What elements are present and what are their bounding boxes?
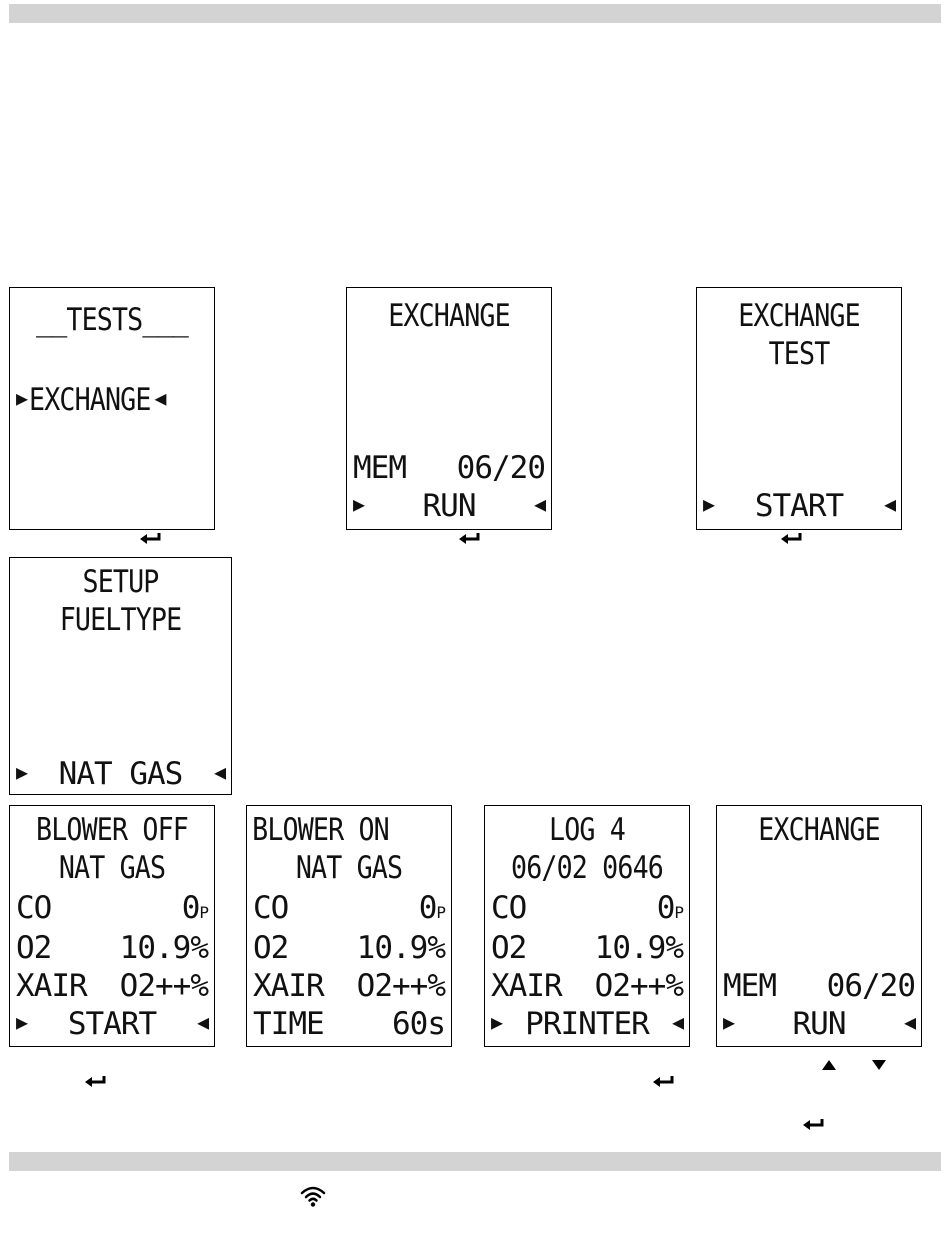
action-row[interactable]: ▶ RUN ◀ (717, 1004, 921, 1044)
o2-row: O2 10.9% (10, 928, 214, 968)
selector-right-icon: ◀ (672, 1002, 683, 1042)
memory-row: MEM 06/20 (717, 966, 921, 1006)
time-row: TIME 60s (247, 1004, 451, 1044)
co-label: CO (253, 888, 288, 928)
co-row: CO 0P (10, 888, 214, 928)
co-row: CO 0P (247, 888, 451, 928)
lcd-screen-blower-on: BLOWER ON NAT GAS CO 0P O2 10.9% XAIR O2… (246, 805, 452, 1047)
menu-item-exchange[interactable]: ▶ EXCHANGE ◀ (10, 380, 214, 420)
action-row[interactable]: ▶ START ◀ (10, 1004, 214, 1044)
enter-key-icon (780, 532, 804, 546)
screen-subtitle: FUELTYPE (25, 600, 215, 640)
xair-label: XAIR (16, 966, 87, 1006)
action-row[interactable]: ▶ START ◀ (697, 486, 901, 526)
fuel-type-selector[interactable]: ▶ NAT GAS ◀ (10, 754, 231, 794)
action-row[interactable]: ▶ PRINTER ◀ (485, 1004, 689, 1044)
footer-bar (9, 1152, 941, 1171)
selector-right-icon: ◀ (534, 484, 545, 524)
co-label: CO (491, 888, 526, 928)
enter-key-icon (84, 1075, 108, 1089)
screen-title: EXCHANGE (711, 296, 886, 336)
o2-row: O2 10.9% (247, 928, 451, 968)
xair-row: XAIR O2++% (247, 966, 451, 1006)
selector-left-icon: ▶ (16, 1002, 27, 1042)
co-row: CO 0P (485, 888, 689, 928)
log-title: LOG 4 (499, 810, 674, 850)
xair-row: XAIR O2++% (485, 966, 689, 1006)
selector-right-icon: ◀ (214, 752, 225, 792)
header-bar (9, 4, 941, 23)
memory-label: MEM (353, 448, 406, 488)
enter-key-icon (139, 532, 163, 546)
co-unit: P (436, 893, 445, 933)
selector-left-icon: ▶ (16, 378, 27, 418)
selector-left-icon: ▶ (353, 484, 364, 524)
enter-key-icon (458, 532, 482, 546)
lcd-screen-setup-fueltype: SETUP FUELTYPE ▶ NAT GAS ◀ (9, 557, 232, 795)
selector-left-icon: ▶ (703, 484, 714, 524)
o2-value: 10.9% (595, 928, 683, 968)
screen-title: EXCHANGE (361, 296, 536, 336)
memory-row: MEM 06/20 (347, 448, 551, 488)
action-label: START (68, 1004, 156, 1044)
xair-value: O2++% (357, 966, 445, 1006)
selector-left-icon: ▶ (16, 752, 27, 792)
co-unit: P (199, 893, 208, 933)
action-label: RUN (793, 1004, 846, 1044)
fuel-type-value: NAT GAS (59, 754, 183, 794)
blower-status: BLOWER OFF (24, 810, 199, 850)
lcd-screen-blower-off: BLOWER OFF NAT GAS CO 0P O2 10.9% XAIR O… (9, 805, 215, 1047)
xair-label: XAIR (491, 966, 562, 1006)
down-arrow-icon (872, 1055, 886, 1074)
xair-value: O2++% (120, 966, 208, 1006)
selector-right-icon: ◀ (884, 484, 895, 524)
screen-title: SETUP (25, 562, 215, 602)
memory-label: MEM (723, 966, 776, 1006)
screen-title: EXCHANGE (731, 810, 906, 850)
o2-value: 10.9% (357, 928, 445, 968)
co-value: 0 (657, 888, 675, 928)
xair-label: XAIR (253, 966, 324, 1006)
o2-row: O2 10.9% (485, 928, 689, 968)
co-label: CO (16, 888, 51, 928)
xair-value: O2++% (595, 966, 683, 1006)
screen-title: __TESTS___ (24, 300, 199, 340)
lcd-screen-tests-menu: __TESTS___ ▶ EXCHANGE ◀ (9, 287, 215, 530)
selector-left-icon: ▶ (723, 1002, 734, 1042)
selector-left-icon: ▶ (491, 1002, 502, 1042)
menu-item-label: EXCHANGE (29, 380, 151, 420)
selector-right-icon: ◀ (197, 1002, 208, 1042)
enter-key-icon (802, 1118, 826, 1132)
co-unit: P (674, 893, 683, 933)
o2-label: O2 (491, 928, 526, 968)
co-value: 0 (419, 888, 437, 928)
selector-right-icon: ◀ (154, 378, 165, 418)
lcd-screen-exchange-test: EXCHANGE TEST ▶ START ◀ (696, 287, 902, 530)
memory-value: 06/20 (827, 966, 915, 1006)
selector-right-icon: ◀ (904, 1002, 915, 1042)
up-arrow-icon (822, 1055, 836, 1074)
action-label: PRINTER (502, 1004, 672, 1044)
action-row[interactable]: ▶ RUN ◀ (347, 486, 551, 526)
blower-status: BLOWER ON (247, 810, 422, 850)
screen-subtitle: TEST (711, 334, 886, 374)
o2-label: O2 (16, 928, 51, 968)
o2-label: O2 (253, 928, 288, 968)
enter-key-icon (652, 1075, 676, 1089)
log-datetime: 06/02 0646 (499, 848, 674, 888)
xair-row: XAIR O2++% (10, 966, 214, 1006)
lcd-screen-exchange: EXCHANGE MEM 06/20 ▶ RUN ◀ (346, 287, 552, 530)
fuel-type: NAT GAS (261, 848, 436, 888)
lcd-screen-exchange-memory: EXCHANGE MEM 06/20 ▶ RUN ◀ (716, 805, 922, 1047)
o2-value: 10.9% (120, 928, 208, 968)
co-value: 0 (182, 888, 200, 928)
action-label: RUN (423, 486, 476, 526)
wireless-icon (300, 1185, 326, 1211)
memory-value: 06/20 (457, 448, 545, 488)
fuel-type: NAT GAS (24, 848, 199, 888)
action-label: START (755, 486, 843, 526)
lcd-screen-log: LOG 4 06/02 0646 CO 0P O2 10.9% XAIR O2+… (484, 805, 690, 1047)
time-value: 60s (392, 1004, 445, 1044)
time-label: TIME (253, 1004, 324, 1044)
